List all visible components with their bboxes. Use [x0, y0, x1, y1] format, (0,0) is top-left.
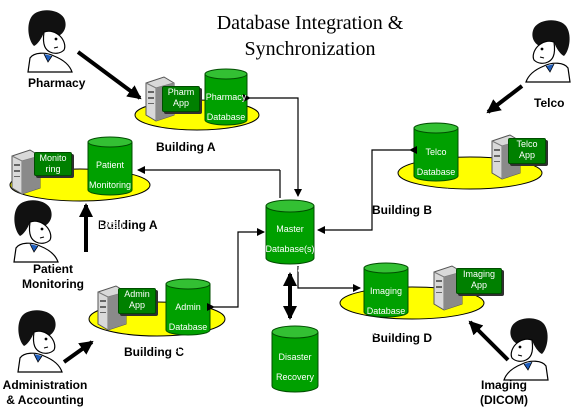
admin-database-line-1: Admin: [175, 302, 201, 312]
admin-app-line-2: App: [128, 300, 145, 310]
master-database-label: Master Database(s) (Central): [262, 214, 318, 284]
master-to-imaging-arrow: [297, 266, 361, 292]
telco-database-line-1: Telco: [425, 147, 447, 157]
telco-to-master-arrow: [317, 146, 417, 234]
pharmacy-person-icon: [27, 9, 73, 73]
patient-monitoring-label-line-2: Monitoring: [22, 277, 84, 291]
diagram-title-line-2: Synchronization: [244, 38, 376, 60]
telco-app-box: Telco App: [508, 138, 546, 164]
disaster-recovery-line-2: Recovery: [275, 372, 314, 382]
master-database-line-3: (Central): [272, 264, 308, 274]
disaster-recovery-line-1: Disaster: [278, 352, 312, 362]
monitoring-database-cylinder: [87, 136, 133, 196]
imaging-database-label: Imaging Database (Local): [363, 276, 409, 346]
admin-person-icon: [17, 309, 63, 373]
imaging-app-line-2: App: [470, 280, 487, 290]
administration-label: Administration & Accounting: [0, 378, 90, 408]
monitoring-building-label: Building A: [98, 218, 158, 232]
patient-monitoring-label: Patient Monitoring: [22, 262, 84, 292]
monitoring-database-line-4: (Local): [96, 220, 124, 230]
imaging-person-icon: [503, 317, 549, 381]
telco-database-line-2: Database: [416, 167, 456, 177]
patient-monitoring-label-line-1: Patient: [32, 262, 73, 276]
imaging-database-cylinder: [363, 262, 409, 318]
admin-person-arrow: [62, 340, 94, 364]
monitoring-database-line-2: Monitoring: [88, 180, 132, 190]
monitoring-app-line-2: ring: [45, 164, 61, 174]
pharmacy-database-line-1: Pharmacy: [205, 92, 247, 102]
telco-database-label: Telco Database (Local): [413, 137, 459, 207]
telco-database-line-3: (Local): [422, 187, 450, 197]
admin-database-line-2: Database: [168, 322, 208, 332]
monitoring-database-line-1: Patient: [95, 160, 125, 170]
admin-to-master-arrow: [207, 228, 265, 311]
pharmacy-person-arrow: [76, 50, 142, 100]
pharmacy-database-line-3: (Local): [212, 132, 240, 142]
imaging-app-line-1: Imaging: [462, 269, 496, 279]
telco-app-line-2: App: [518, 150, 535, 160]
master-database-line-2: Database(s): [265, 244, 315, 254]
admin-database-line-3: (Local): [174, 342, 202, 352]
telco-label: Telco: [534, 96, 565, 110]
diagram-title-line-1: Database Integration &: [216, 12, 404, 34]
master-database-line-1: Master: [276, 224, 304, 234]
pharmacy-label: Pharmacy: [28, 76, 86, 90]
imaging-label: Imaging (DICOM): [474, 378, 534, 408]
imaging-label-line-2: (DICOM): [480, 393, 528, 407]
telco-person-icon: [525, 19, 571, 83]
monitoring-person-icon: [13, 199, 59, 263]
admin-building-label: Building C: [124, 345, 184, 359]
pharm-app-box: Pharm App: [162, 86, 200, 112]
telco-app-line-1: Telco: [516, 139, 538, 149]
admin-app-line-1: Admin: [124, 289, 150, 299]
pharmacy-database-label: Pharmacy Database (Local): [204, 82, 248, 152]
monitoring-app-box: Monito ring: [34, 152, 72, 176]
imaging-building-label: Building D: [372, 331, 432, 345]
telco-building-label: Building B: [372, 203, 432, 217]
telco-person-arrow: [486, 84, 524, 114]
admin-database-label: Admin Database (Local): [165, 292, 211, 362]
monitoring-database-line-3: Database: [90, 200, 130, 210]
imaging-label-line-1: Imaging: [480, 378, 527, 392]
imaging-database-line-3: (Local): [372, 326, 400, 336]
pharm-app-line-2: App: [172, 98, 189, 108]
imaging-database-line-2: Database: [366, 306, 406, 316]
administration-label-line-1: Administration: [2, 378, 88, 392]
administration-label-line-2: & Accounting: [6, 393, 84, 407]
disaster-recovery-label: Disaster Recovery (Central): [270, 342, 320, 412]
pharm-app-line-1: Pharm: [167, 87, 195, 97]
disaster-recovery-line-3: (Central): [277, 392, 313, 402]
admin-database-cylinder: [165, 278, 211, 336]
monitoring-database-label: Patient Monitoring Database (Local): [84, 150, 136, 240]
imaging-app-box: Imaging App: [456, 268, 502, 294]
admin-app-box: Admin App: [118, 288, 156, 314]
telco-database-cylinder: [413, 122, 459, 182]
imaging-person-arrow: [468, 320, 510, 362]
pharmacy-to-master-arrow: [243, 94, 302, 197]
pharmacy-database-line-2: Database: [206, 112, 246, 122]
master-database-cylinder: [265, 199, 315, 265]
imaging-database-line-1: Imaging: [369, 286, 403, 296]
monitoring-app-line-1: Monito: [39, 153, 67, 163]
pharmacy-building-label: Building A: [156, 140, 216, 154]
disaster-database-cylinder: [271, 325, 319, 393]
